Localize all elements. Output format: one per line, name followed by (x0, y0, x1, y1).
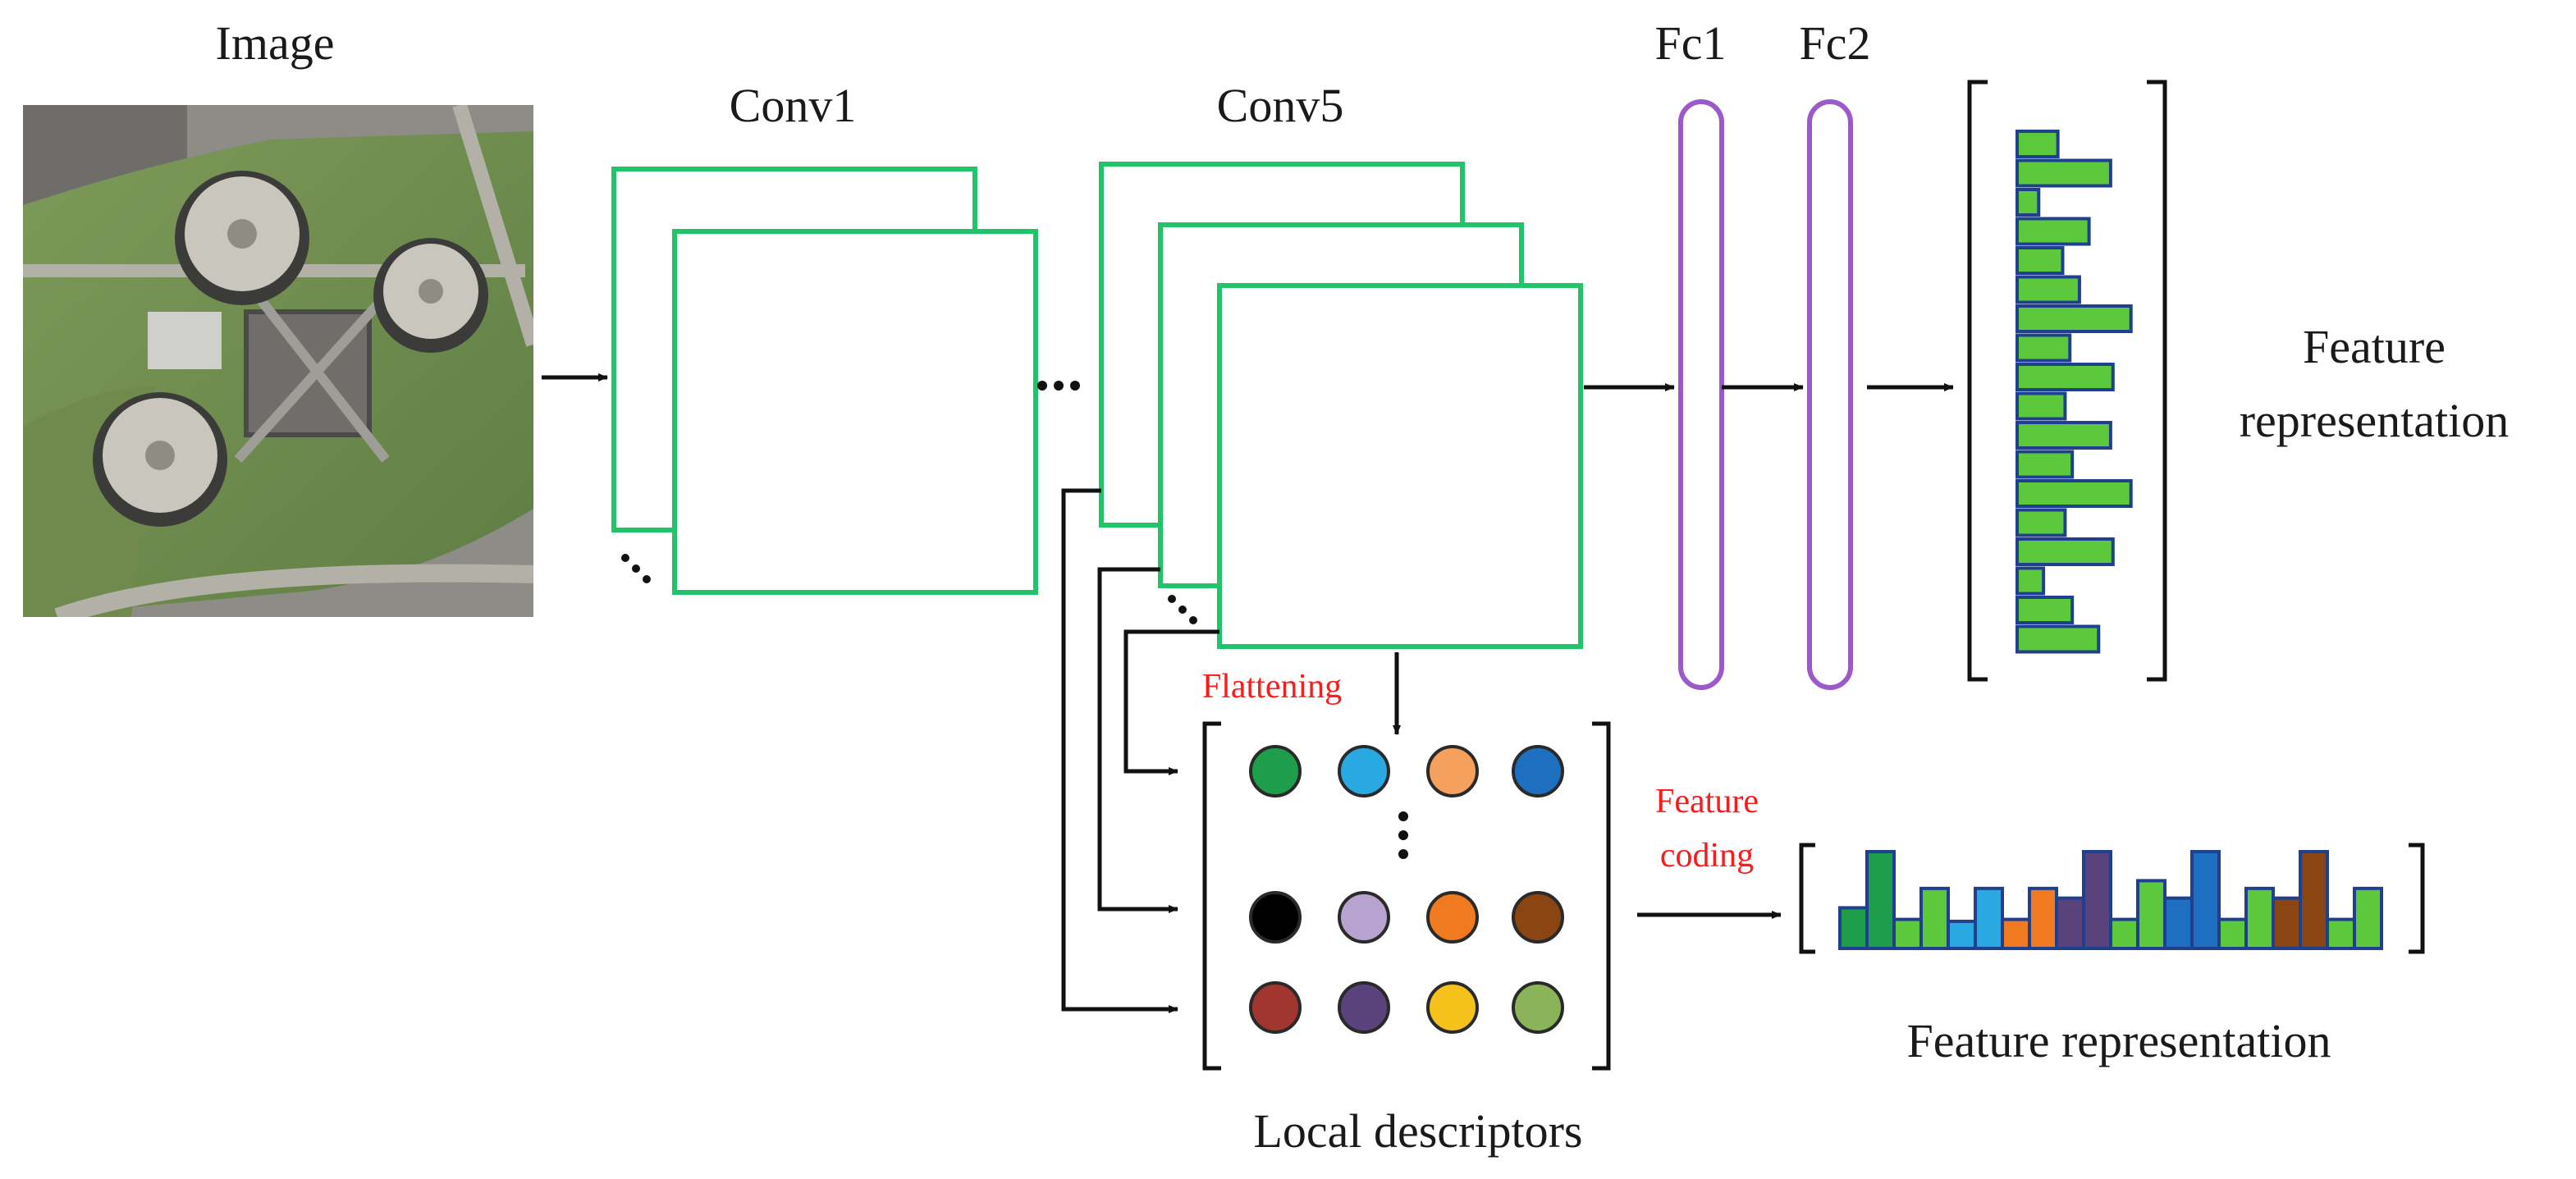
top-histogram-bar (2016, 246, 2065, 275)
descriptor-dot (1338, 891, 1390, 944)
conv5-label: Conv5 (1217, 79, 1344, 132)
ellipsis-dots (621, 381, 1408, 859)
flattening-label: Flattening (1202, 668, 1342, 706)
top-histogram-bar (2016, 391, 2067, 421)
bottom-histogram-bar (2028, 886, 2058, 950)
conv1-map-front (672, 229, 1038, 595)
descriptor-dot (1338, 745, 1390, 797)
aerial-image (23, 105, 533, 617)
bottom-histogram-bar (2055, 896, 2085, 951)
feature-coding-line1: Feature (1655, 783, 1759, 820)
top-histogram-bar (2016, 158, 2112, 188)
bottom-histogram-bar (2326, 917, 2356, 950)
descriptor-dot (1512, 981, 1564, 1034)
bottom-histogram-bar (1919, 886, 1950, 950)
descriptor-dot (1249, 745, 1302, 797)
bottom-histogram-bar (1892, 917, 1923, 950)
top-histogram-bar (2016, 363, 2115, 391)
bottom-histogram-bar (2163, 896, 2194, 951)
top-left-bracket (1967, 80, 1988, 682)
bottom-histogram-bar (1974, 886, 2004, 950)
fc2-label: Fc2 (1800, 16, 1871, 70)
bottom-histogram-bar (2272, 896, 2302, 951)
top-right-bracket (2147, 80, 2167, 682)
bottom-feature-histogram (1799, 843, 2425, 954)
flow-arrows (542, 373, 1954, 1013)
descriptor-dot (1426, 891, 1479, 944)
feature-representation-top-line1: Feature (2303, 320, 2446, 373)
bottom-histogram-bar (2299, 850, 2329, 950)
descriptor-dot (1338, 981, 1390, 1034)
descriptor-right-bracket (1592, 721, 1611, 1071)
top-histogram-bar (2016, 188, 2041, 217)
bottom-histogram-bar (2136, 879, 2166, 951)
top-histogram-bar (2016, 421, 2112, 450)
feature-representation-bottom-label: Feature representation (1907, 1014, 2331, 1067)
top-histogram-bar (2016, 508, 2067, 537)
bottom-histogram-bar (2217, 917, 2248, 950)
image-label: Image (216, 16, 335, 70)
bottom-histogram-bar (2353, 886, 2383, 950)
descriptor-dot (1249, 981, 1302, 1034)
arrow-conv5-back-to-row3 (1061, 488, 1178, 1013)
top-histogram-bar (2016, 333, 2072, 363)
conv1-label: Conv1 (730, 79, 857, 132)
arrow-conv5-front-to-row1 (1123, 629, 1219, 775)
arrow-conv5-middle-to-row2 (1097, 567, 1178, 913)
bottom-histogram-bar (2082, 850, 2112, 950)
descriptor-left-bracket (1202, 721, 1221, 1071)
bottom-histogram-bar (2109, 917, 2139, 950)
fc2-layer (1807, 99, 1853, 690)
conv1-feature-maps (611, 167, 1038, 595)
top-feature-histogram (1967, 80, 2167, 682)
bottom-histogram-bar (2244, 886, 2275, 950)
bottom-histogram-bar (2001, 917, 2031, 950)
top-histogram-bar (2016, 217, 2091, 246)
fc1-label: Fc1 (1655, 16, 1727, 70)
descriptor-dot (1512, 891, 1564, 944)
top-histogram-bar (2016, 624, 2101, 654)
bottom-right-bracket (2409, 843, 2425, 954)
descriptor-dot (1249, 891, 1302, 944)
bottom-histogram-bar (2190, 850, 2221, 950)
descriptor-dot (1426, 745, 1479, 797)
bottom-histogram-bar (1838, 906, 1869, 950)
conv5-feature-maps (1099, 162, 1583, 649)
top-histogram-bar (2016, 566, 2046, 596)
bottom-histogram-bar (1947, 919, 1977, 950)
fc1-layer (1678, 99, 1724, 690)
descriptor-dot (1426, 981, 1479, 1034)
top-histogram-bar (2016, 304, 2133, 333)
feature-coding-line2: coding (1660, 837, 1754, 875)
bottom-left-bracket (1799, 843, 1815, 954)
top-histogram-bar (2016, 596, 2075, 624)
local-descriptors-matrix (1202, 721, 1611, 1071)
bottom-histogram-bar (1865, 850, 1896, 950)
local-descriptors-label: Local descriptors (1253, 1104, 1582, 1158)
conv5-map-front (1217, 283, 1583, 649)
feature-representation-top-line2: representation (2240, 394, 2510, 447)
top-histogram-bar (2016, 479, 2133, 508)
top-histogram-bar (2016, 450, 2075, 479)
top-histogram-bar (2016, 537, 2115, 566)
descriptor-dot (1512, 745, 1564, 797)
top-histogram-bar (2016, 130, 2060, 158)
top-histogram-bar (2016, 275, 2081, 304)
